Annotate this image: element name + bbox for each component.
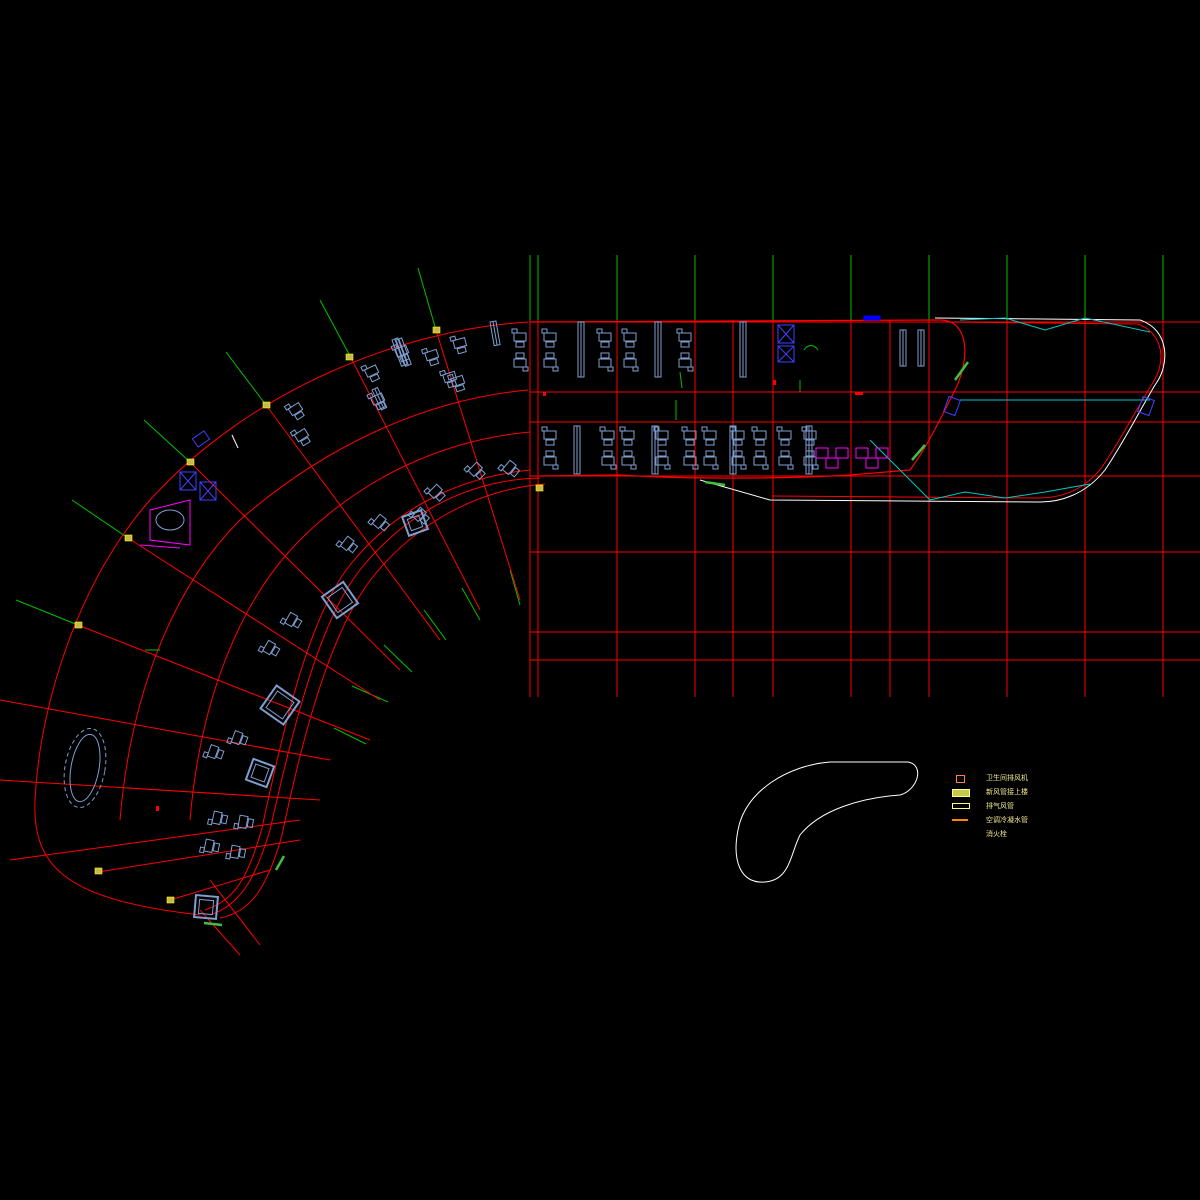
workstation (226, 730, 249, 746)
workstation (463, 461, 486, 480)
partition (651, 425, 659, 475)
workstation (360, 364, 381, 383)
workstation (420, 347, 440, 367)
partition (577, 321, 585, 378)
workstation (543, 450, 559, 470)
legend-condensate-pipe-symbol (952, 819, 968, 821)
workstation (598, 352, 614, 372)
workstation (596, 328, 612, 348)
workstation (423, 483, 446, 502)
partition (395, 337, 412, 367)
meeting-table (244, 757, 276, 789)
legend-label: 排气风管 (986, 802, 1014, 810)
workstation (729, 426, 745, 446)
legend-item-exhaust-duct: 排气风管 (952, 800, 1072, 814)
legend-label: 新风管接上楼 (986, 788, 1028, 796)
workstation (599, 426, 615, 446)
office-furniture (192, 320, 925, 921)
workstation (776, 426, 792, 446)
workstation (257, 639, 281, 657)
workstation (541, 328, 557, 348)
partition (805, 425, 813, 475)
workstation (731, 450, 747, 470)
legend-label: 消火栓 (986, 830, 1007, 838)
workstation (753, 450, 769, 470)
workstation (449, 335, 468, 355)
workstation (335, 535, 359, 554)
partition (489, 320, 501, 347)
workstation (621, 328, 637, 348)
partition (899, 329, 907, 367)
column-markers (74, 326, 544, 904)
workstation (683, 450, 699, 470)
partition (654, 321, 662, 378)
equipment-blocks (139, 315, 1156, 549)
workstation (543, 352, 559, 372)
partition (371, 386, 388, 411)
conference-table (63, 509, 185, 809)
workstation (778, 450, 794, 470)
workstation (678, 352, 694, 372)
red-markers (156, 380, 863, 811)
workstation (653, 426, 669, 446)
workstation (751, 426, 767, 446)
workstation (601, 450, 617, 470)
workstation (366, 392, 387, 411)
legend-fresh-air-duct-symbol (952, 789, 970, 797)
legend-item-exhaust-fan: 卫生间排风机 (952, 772, 1072, 786)
workstation (701, 426, 717, 446)
workstation (541, 426, 557, 446)
partition (917, 329, 925, 367)
workstation (283, 401, 305, 421)
partition (739, 321, 747, 378)
partition (573, 425, 581, 475)
meeting-table (259, 684, 301, 726)
door-swings (145, 345, 970, 927)
workstation (513, 352, 529, 372)
legend-exhaust-fan-symbol (956, 775, 965, 783)
workstation (289, 427, 311, 447)
workstation (681, 426, 697, 446)
structural-grid-straight (529, 320, 1200, 697)
structural-grid-curved (0, 321, 546, 956)
legend-item-fire-hydrant: 消火栓 (952, 828, 1072, 842)
legend: 卫生间排风机 新风管接上楼 排气风管 空调冷凝水管 消火栓 (952, 772, 1072, 842)
workstation (233, 814, 255, 830)
workstation (367, 513, 391, 532)
workstation (623, 352, 639, 372)
workstation (676, 328, 692, 348)
legend-item-condensate-pipe: 空调冷凝水管 (952, 814, 1072, 828)
partition (391, 337, 408, 367)
workstation (202, 744, 225, 760)
workstation (225, 844, 247, 860)
meeting-table (320, 580, 360, 620)
workstation (446, 373, 466, 393)
workstation (497, 459, 521, 478)
east-wing-outline (529, 317, 1166, 503)
workstation (279, 611, 303, 629)
legend-label: 卫生间排风机 (986, 774, 1028, 782)
legend-item-fresh-air-duct: 新风管接上楼 (952, 786, 1072, 800)
workstation (206, 810, 229, 826)
partition (729, 425, 737, 475)
legend-exhaust-duct-symbol (952, 803, 970, 809)
meeting-table (192, 893, 220, 921)
key-plan-outline (735, 761, 919, 883)
axis-lines-radial (15, 267, 521, 745)
legend-label: 空调冷凝水管 (986, 816, 1028, 824)
workstation (703, 450, 719, 470)
workstation (619, 426, 635, 446)
workstation (198, 838, 221, 854)
meeting-table (400, 508, 430, 538)
workstation (621, 450, 637, 470)
workstation (511, 328, 527, 348)
